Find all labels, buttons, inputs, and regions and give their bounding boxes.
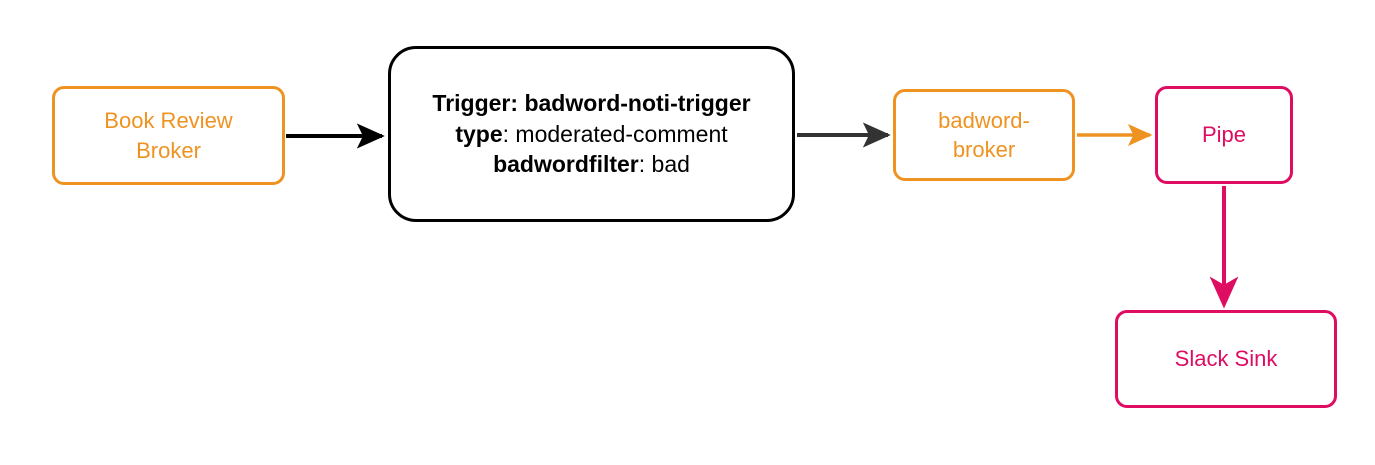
trigger-line-2-value: : moderated-comment [502,120,728,147]
trigger-line-1-label: Trigger: [432,90,519,117]
node-label-line-1: Book Review [104,108,233,134]
node-book-review-broker[interactable]: Book Review Broker [52,86,285,185]
node-trigger[interactable]: Trigger: badword-noti-trigger type: mode… [388,46,795,222]
node-slack-sink[interactable]: Slack Sink [1115,310,1337,408]
trigger-line-3-label: badwordfilter [493,151,639,178]
trigger-line-3: badwordfilter: bad [403,149,780,179]
node-pipe[interactable]: Pipe [1155,86,1293,184]
node-badword-broker-label: badword- broker [896,106,1072,164]
trigger-line-1-value: badword-noti-trigger [524,90,751,117]
trigger-line-2: type: moderated-comment [403,119,780,149]
trigger-line-3-value: : bad [638,151,690,178]
node-label-line-2: Broker [136,137,201,163]
trigger-line-1: Trigger: badword-noti-trigger [403,88,780,118]
trigger-line-2-label: type [455,120,503,147]
node-label-line-1: badword- [938,107,1030,133]
node-badword-broker[interactable]: badword- broker [893,89,1075,181]
node-book-review-broker-label: Book Review Broker [55,106,282,164]
node-slack-sink-label: Slack Sink [1174,346,1278,372]
node-trigger-label: Trigger: badword-noti-trigger type: mode… [391,88,792,179]
node-label-line-2: broker [952,137,1016,162]
node-pipe-label: Pipe [1201,122,1247,148]
